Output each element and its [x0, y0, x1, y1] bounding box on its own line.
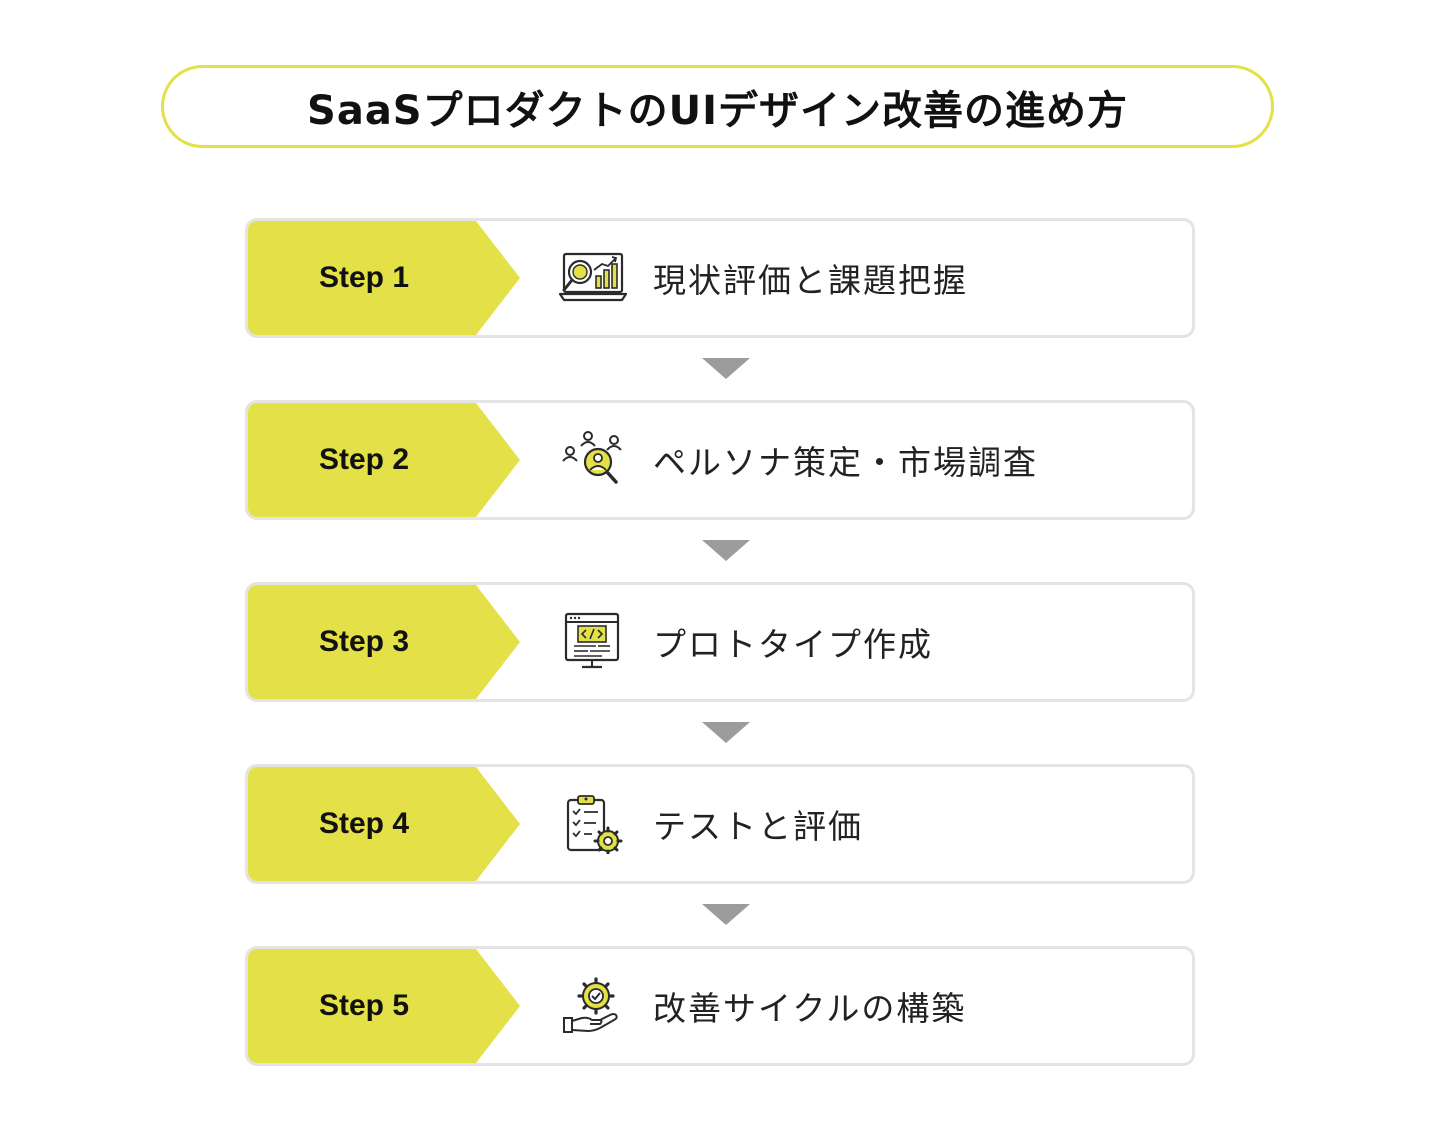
step-tag-5 [248, 949, 520, 1063]
step-card-5: Step 5 改善サイクルの構築 [245, 946, 1195, 1066]
step-tag-2 [248, 403, 520, 517]
step-card-4: Step 4 テストと評価 [245, 764, 1195, 884]
step-tag-label-5: Step 5 [318, 989, 410, 1022]
step-tag-label-4: Step 4 [318, 807, 410, 840]
title-banner: SaaSプロダクトのUIデザイン改善の進め方 [161, 65, 1274, 148]
step-tag-3 [248, 585, 520, 699]
step-label-1: 現状評価と課題把握 [653, 261, 968, 300]
step-card-3: Step 3 プロトタイプ作成 [245, 582, 1195, 702]
down-arrow-icon [702, 358, 750, 379]
step-tag-label-1: Step 1 [318, 261, 410, 294]
step-label-2: ペルソナ策定・市場調査 [653, 443, 1038, 482]
checklist-gear-icon [566, 795, 623, 854]
step-tag-4 [248, 767, 520, 881]
user-research-icon [562, 431, 622, 484]
step-label-5: 改善サイクルの構築 [653, 989, 967, 1028]
step-tag-1 [248, 221, 520, 335]
code-window-icon [564, 612, 620, 669]
analytics-monitor-icon [558, 252, 628, 302]
down-arrow-icon [702, 722, 750, 743]
down-arrow-icon [702, 540, 750, 561]
step-tag-label-2: Step 2 [318, 443, 410, 476]
page-title: SaaSプロダクトのUIデザイン改善の進め方 [307, 87, 1128, 134]
step-card-1: Step 1 現状評価と課題把握 [245, 218, 1195, 338]
hand-gear-check-icon [563, 977, 618, 1033]
down-arrow-icon [702, 904, 750, 925]
step-card-2: Step 2 ペルソナ策定・市場調査 [245, 400, 1195, 520]
step-label-3: プロトタイプ作成 [653, 625, 933, 664]
step-label-4: テストと評価 [653, 807, 863, 846]
step-tag-label-3: Step 3 [318, 625, 410, 658]
